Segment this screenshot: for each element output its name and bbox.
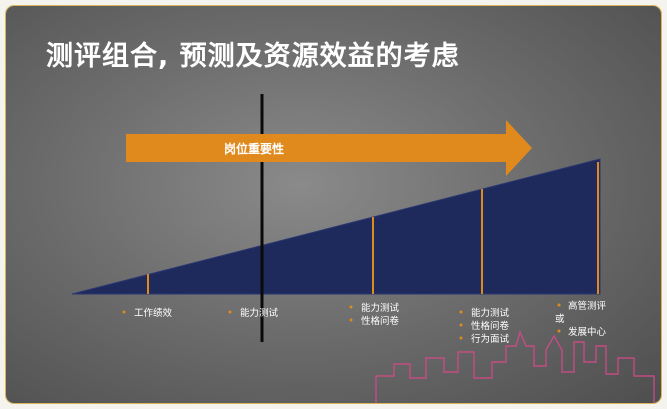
bullet — [557, 329, 561, 333]
label-personality-2: 性格问卷 — [471, 320, 510, 332]
label-ability-test-3: 能力测试 — [471, 307, 510, 319]
bullet — [459, 323, 463, 327]
bullet — [459, 336, 463, 340]
importance-wedge — [71, 158, 601, 295]
label-development-center: 发展中心 — [568, 326, 607, 338]
label-work-performance: 工作绩效 — [134, 307, 173, 319]
bullet — [349, 318, 353, 322]
label-ability-test-1: 能力测试 — [240, 307, 279, 319]
label-personality-1: 性格问卷 — [361, 315, 400, 327]
diagram: 岗位重要性 工作绩效 能力测试 能力测试 性格问卷 能力测试 性格问卷 行为面试… — [71, 94, 655, 403]
label-executive-assessment: 高管测评 — [568, 300, 607, 312]
bullet — [122, 310, 126, 314]
bullet — [459, 310, 463, 314]
importance-arrow — [126, 120, 532, 176]
bullet — [228, 310, 232, 314]
slide: 测评组合, 预测及资源效益的考虑 岗位重要性 工作绩效 能力测试 能力测试 性格… — [6, 6, 661, 403]
label-ability-test-2: 能力测试 — [361, 302, 400, 314]
bullet — [349, 305, 353, 309]
arrow-label: 岗位重要性 — [224, 141, 284, 156]
bullet — [557, 303, 561, 307]
slide-title: 测评组合, 预测及资源效益的考虑 — [46, 41, 460, 72]
skyline-watermark — [375, 329, 655, 403]
label-or: 或 — [555, 313, 565, 325]
label-behavior-interview: 行为面试 — [471, 333, 510, 345]
